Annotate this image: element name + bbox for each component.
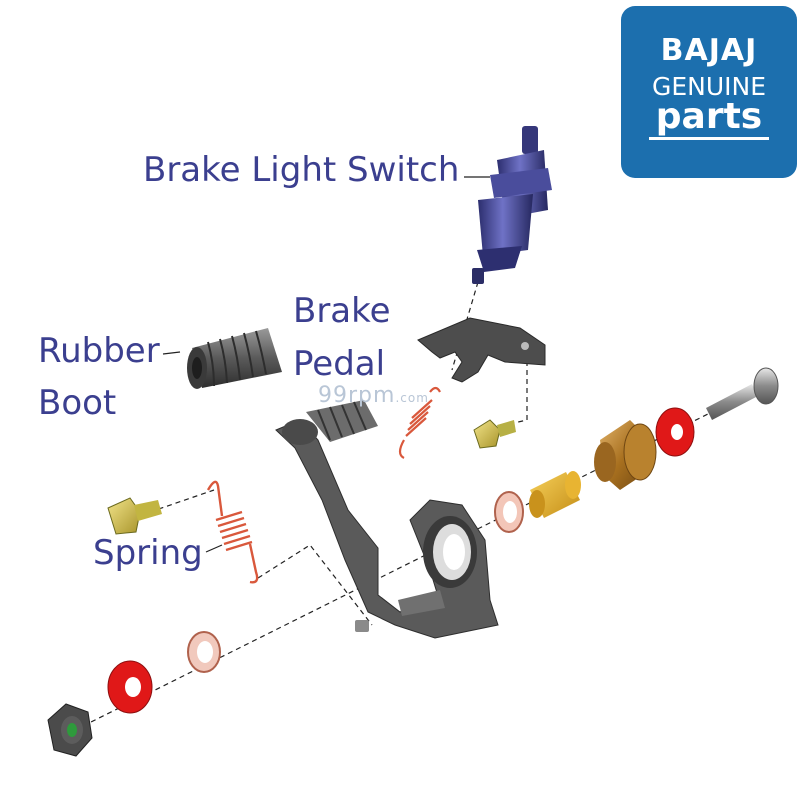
washer-red-left <box>107 660 153 714</box>
label-rubber-boot-line2: Boot <box>38 383 117 423</box>
site-watermark: 99rpm.com <box>318 383 429 408</box>
label-spring: Spring <box>93 533 203 573</box>
bronze-bushing <box>594 420 657 490</box>
assembly-guide-lines <box>74 281 713 731</box>
bracket-bolt <box>473 419 516 449</box>
label-brake-pedal-line1: Brake <box>293 291 391 331</box>
rubber-boot <box>187 328 282 389</box>
washer-red-right <box>655 407 695 457</box>
switch-bracket <box>417 317 546 383</box>
label-rubber-boot-line1: Rubber <box>38 331 160 371</box>
watermark-main: 99rpm <box>318 383 396 408</box>
logo-underline <box>649 137 769 140</box>
logo-parts: parts <box>655 96 763 137</box>
label-brake-light-switch: Brake Light Switch <box>143 150 460 190</box>
small-return-spring <box>398 386 441 459</box>
watermark-suffix: .com <box>395 391 429 405</box>
boot-leader-line <box>162 351 181 355</box>
gold-sleeve <box>529 471 581 518</box>
brake-light-switch <box>472 126 552 284</box>
brake-pedal <box>275 400 499 639</box>
label-brake-pedal-line2: Pedal <box>293 344 386 384</box>
pivot-bolt <box>706 367 779 420</box>
logo-brand: BAJAJ <box>660 33 758 68</box>
return-spring <box>206 480 259 584</box>
bajaj-genuine-parts-logo: BAJAJ GENUINE parts <box>621 6 797 178</box>
spring-leader-line <box>205 544 223 553</box>
spring-anchor-bolt <box>107 497 162 535</box>
logo-genuine: GENUINE <box>651 72 767 101</box>
washer-copper-right <box>494 491 524 533</box>
washer-copper-left <box>187 631 221 673</box>
lock-nut <box>47 703 93 757</box>
